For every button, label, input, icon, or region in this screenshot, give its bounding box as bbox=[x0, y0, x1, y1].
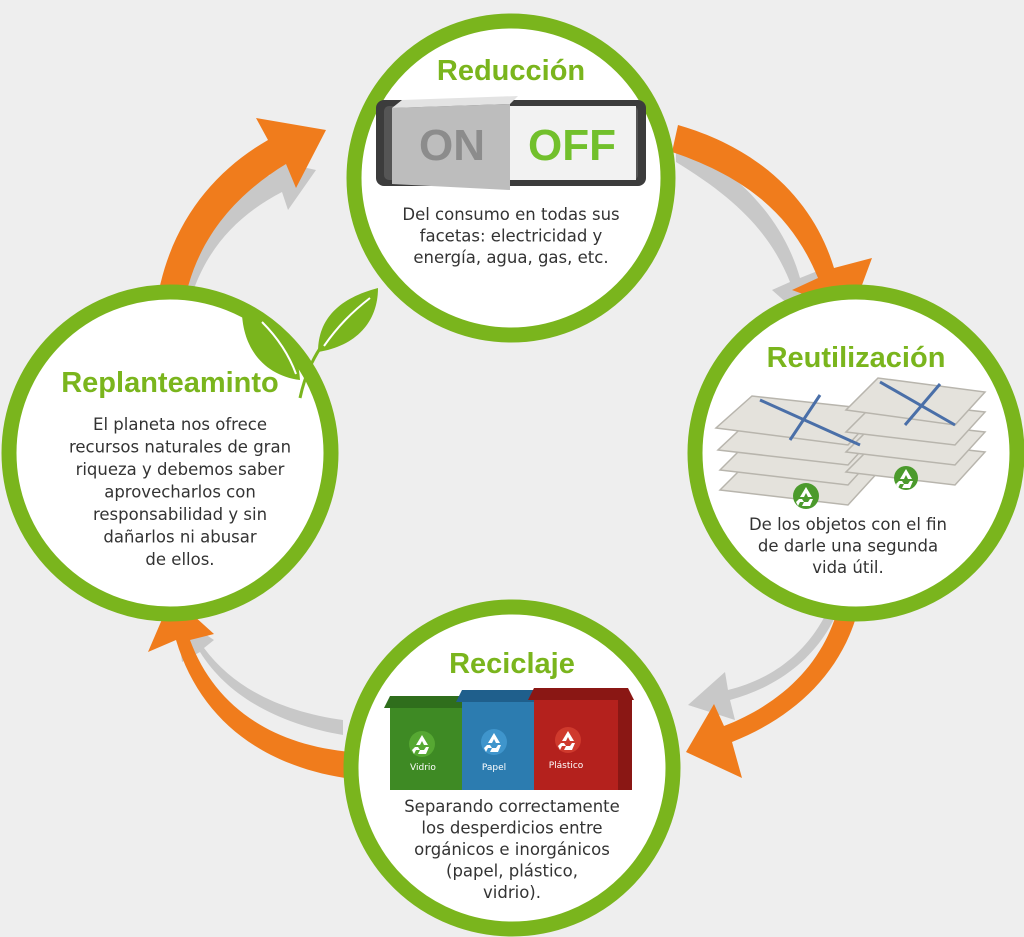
arrow-reduccion-to-reutilizacion bbox=[672, 125, 872, 312]
on-off-switch-icon: ON OFF bbox=[376, 96, 646, 190]
node-text-replanteamiento-line: El planeta nos ofrece bbox=[93, 415, 267, 434]
switch-on-label: ON bbox=[419, 121, 485, 170]
node-text-reutilizacion-line: De los objetos con el fin bbox=[749, 515, 947, 534]
node-text-replanteamiento-line: riqueza y debemos saber bbox=[76, 460, 285, 479]
node-text-reutilizacion-line: vida útil. bbox=[812, 558, 884, 577]
bin-plastico: Plástico bbox=[528, 688, 634, 790]
node-text-replanteamiento-line: recursos naturales de gran bbox=[69, 438, 291, 457]
node-text-replanteamiento-line: responsabilidad y sin bbox=[93, 505, 267, 524]
recycling-bins-icon: Vidrio Papel Plástico bbox=[384, 688, 634, 790]
node-text-replanteamiento-line: de ellos. bbox=[145, 550, 214, 569]
node-text-reciclaje-line: orgánicos e inorgánicos bbox=[414, 840, 610, 859]
node-text-reciclaje-line: los desperdicios entre bbox=[421, 819, 602, 838]
node-text-reutilizacion-line: de darle una segunda bbox=[758, 537, 938, 556]
bin-label-papel: Papel bbox=[482, 763, 506, 773]
node-text-reciclaje-line: Separando correctamente bbox=[404, 797, 620, 816]
node-text-reciclaje-line: (papel, plástico, bbox=[446, 862, 578, 881]
switch-off-label: OFF bbox=[528, 121, 616, 170]
node-text-replanteamiento-line: aprovecharlos con bbox=[104, 483, 256, 502]
node-text-reciclaje-line: vidrio). bbox=[483, 883, 541, 902]
node-title-reciclaje: Reciclaje bbox=[449, 648, 575, 680]
node-text-replanteamiento-line: dañarlos ni abusar bbox=[103, 528, 256, 547]
arrow-reciclaje-to-replanteamiento bbox=[148, 596, 352, 778]
node-text-reduccion-line: Del consumo en todas sus bbox=[402, 205, 619, 224]
node-text-reduccion-line: facetas: electricidad y bbox=[420, 227, 603, 246]
bin-label-plastico: Plástico bbox=[549, 761, 584, 771]
node-text-reduccion-line: energía, agua, gas, etc. bbox=[413, 248, 608, 267]
node-title-reduccion: Reducción bbox=[437, 55, 585, 87]
node-title-reutilizacion: Reutilización bbox=[767, 342, 946, 374]
bin-label-vidrio: Vidrio bbox=[410, 763, 436, 773]
node-title-replanteamiento: Replanteaminto bbox=[61, 367, 279, 399]
